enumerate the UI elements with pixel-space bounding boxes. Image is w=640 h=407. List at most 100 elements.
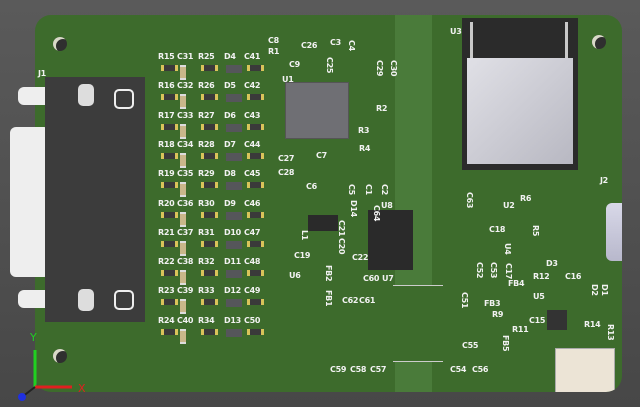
silkscreen-label-c6: C6 — [306, 182, 317, 191]
silkscreen-label: R17 — [158, 110, 175, 120]
silkscreen-label: C45 — [244, 169, 261, 179]
mounting-hole — [53, 37, 67, 51]
diode — [226, 328, 242, 337]
silkscreen-label: C47 — [244, 227, 261, 237]
silkscreen-label: R21 — [158, 227, 175, 237]
silkscreen-label-c60: C60 — [363, 274, 380, 283]
resistor — [161, 299, 178, 306]
silkscreen-label-r2: R2 — [376, 104, 388, 113]
silkscreen-label-fb4: FB4 — [508, 279, 525, 288]
silkscreen-label: R31 — [198, 227, 215, 237]
silkscreen-label-r6: R6 — [520, 194, 532, 203]
diode — [226, 240, 242, 249]
silkscreen-label-fb5: FB5 — [501, 335, 510, 352]
silkscreen-label-u8: U8 — [381, 201, 393, 210]
silkscreen-label-c63: C63 — [465, 192, 474, 209]
silkscreen-label: C42 — [244, 81, 261, 91]
silkscreen-label-r9: R9 — [492, 310, 504, 319]
silkscreen-label-c58: C58 — [350, 365, 367, 374]
silkscreen-label: C43 — [244, 110, 261, 120]
silkscreen-label-c55: C55 — [462, 341, 479, 350]
resistor — [201, 182, 218, 189]
silkscreen-label: D11 — [224, 257, 241, 267]
z-axis-dot — [18, 393, 26, 401]
silkscreen-label-c22: C22 — [352, 253, 369, 262]
x-axis-label: X — [78, 382, 86, 395]
silkscreen-label: R30 — [198, 198, 215, 208]
silkscreen-label: D7 — [224, 139, 236, 149]
diode — [226, 299, 242, 308]
silkscreen-label-c1: C1 — [364, 184, 373, 195]
diode — [226, 65, 242, 73]
silkscreen-label: C33 — [177, 110, 194, 120]
silkscreen-label-r3: R3 — [358, 126, 370, 135]
silkscreen-label-c53: C53 — [489, 262, 498, 279]
silkscreen-label: D5 — [224, 81, 236, 91]
silkscreen-label-c21: C21 — [337, 220, 346, 237]
diode-d14 — [308, 215, 338, 231]
db9-connector-j1 — [0, 72, 150, 327]
ic-u5 — [547, 310, 567, 330]
silkscreen-label-u2: U2 — [503, 201, 515, 210]
module-shield — [467, 58, 573, 164]
capacitor — [180, 270, 186, 286]
silkscreen-label: C40 — [177, 315, 194, 325]
silkscreen-label-r5: R5 — [531, 225, 540, 237]
resistor — [201, 94, 218, 101]
silkscreen-label: C38 — [177, 257, 194, 267]
silkscreen-label-c59: C59 — [330, 365, 347, 374]
silkscreen-label-c56: C56 — [472, 365, 489, 374]
resistor — [201, 299, 218, 306]
silkscreen-label-l1: L1 — [300, 230, 309, 241]
silkscreen-label: C49 — [244, 286, 261, 296]
resistor — [161, 328, 178, 335]
silkscreen-label: R15 — [158, 52, 175, 61]
silkscreen-label: D10 — [224, 227, 241, 237]
silkscreen-label: D6 — [224, 110, 236, 120]
resistor — [161, 123, 178, 130]
resistor — [161, 152, 178, 159]
y-axis-label: Y — [29, 331, 37, 344]
silkscreen-label-r4: R4 — [359, 144, 371, 153]
silkscreen-label: R33 — [198, 286, 215, 296]
silkscreen-label: R19 — [158, 169, 175, 179]
capacitor — [180, 240, 186, 256]
silkscreen-label: C44 — [244, 139, 261, 149]
resistor — [247, 299, 264, 306]
silkscreen-label-c5: C5 — [347, 184, 356, 195]
silkscreen-label: R18 — [158, 139, 175, 149]
silkscreen-label-r1: R1 — [268, 47, 280, 56]
resistor — [161, 94, 178, 101]
silkscreen-label-fb1: FB1 — [324, 290, 333, 307]
silkscreen-label-c2: C2 — [380, 184, 389, 195]
silkscreen-label-c29: C29 — [375, 60, 384, 77]
diode — [226, 182, 242, 191]
esp32-module-u3 — [462, 18, 578, 170]
capacitor — [180, 123, 186, 139]
silkscreen-label: C34 — [177, 139, 194, 149]
silkscreen-label-c16: C16 — [565, 272, 582, 281]
silkscreen-label: D8 — [224, 169, 236, 179]
silkscreen-label-j1: J1 — [38, 69, 46, 78]
silkscreen-label: R26 — [198, 81, 215, 91]
capacitor — [180, 152, 186, 168]
silkscreen-label-c62: C62 — [342, 296, 359, 305]
resistor — [247, 240, 264, 247]
silkscreen-label: C31 — [177, 52, 194, 61]
silkscreen-label-c51: C51 — [460, 292, 469, 309]
resistor — [247, 94, 264, 101]
silkscreen-label-c28: C28 — [278, 168, 295, 177]
silkscreen-label-c61: C61 — [359, 296, 376, 305]
silkscreen-label-c7: C7 — [316, 151, 327, 160]
capacitor — [180, 211, 186, 227]
capacitor — [180, 182, 186, 198]
resistor — [201, 270, 218, 277]
silkscreen-label: R29 — [198, 169, 215, 179]
ic-u7 — [393, 285, 443, 362]
silkscreen-label-c25: C25 — [325, 57, 334, 74]
silkscreen-label: R34 — [198, 315, 215, 325]
silkscreen-label-c30: C30 — [389, 60, 398, 77]
ic-u8 — [368, 210, 413, 270]
resistor — [201, 152, 218, 159]
silkscreen-label-c27: C27 — [278, 154, 295, 163]
